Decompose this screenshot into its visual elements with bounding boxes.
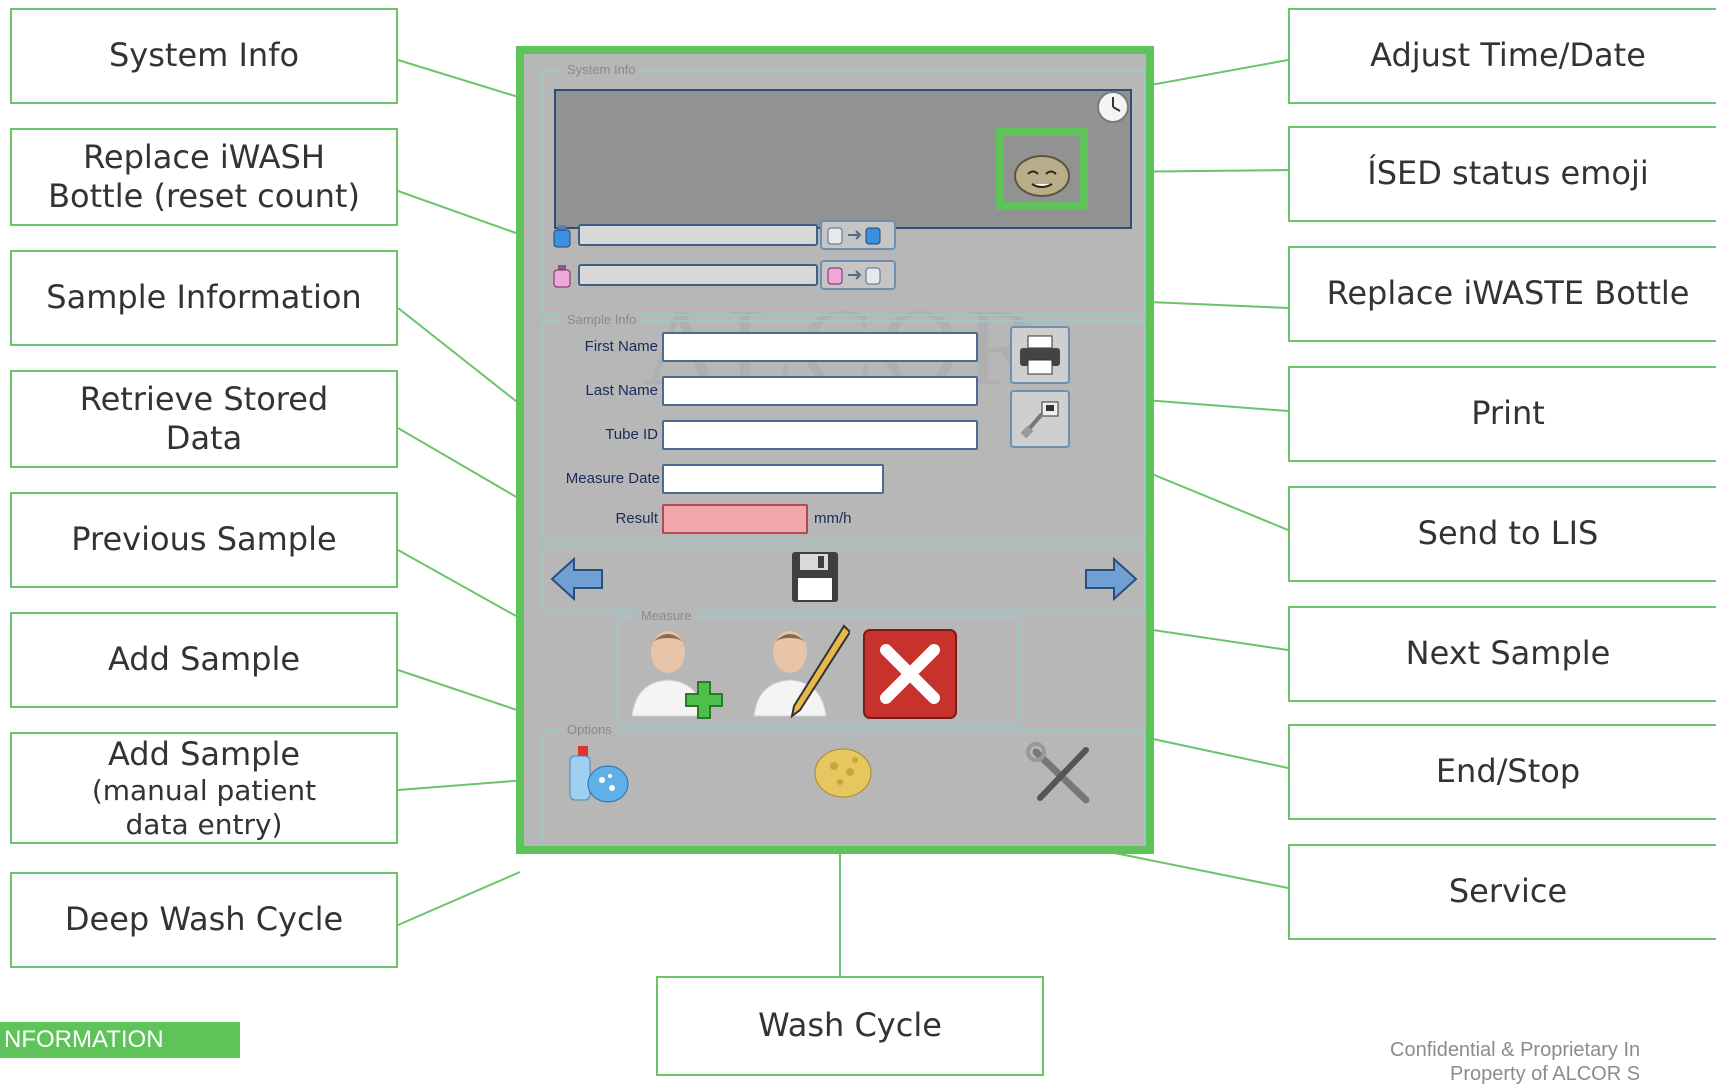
callout-text: Sample Information [46,278,362,317]
callout-text: Print [1471,394,1545,433]
callout-text: End/Stop [1435,752,1581,791]
measure-date-field[interactable] [662,464,884,494]
callout-text: Previous Sample [71,520,337,559]
callout-send-to-lis: Send to LIS [1288,486,1716,582]
system-info-title: System Info [564,62,639,77]
callout-text: ÍSED status emoji [1367,154,1649,193]
footer-section-label: NFORMATION [0,1022,240,1058]
previous-arrow-icon[interactable] [550,556,604,602]
spray-sponge-icon [569,746,629,803]
callout-text: Next Sample [1405,634,1611,673]
result-unit: mm/h [814,510,852,527]
next-arrow-icon[interactable] [1084,556,1138,602]
floppy-disk-icon[interactable] [790,550,840,604]
close-icon [863,629,957,719]
callout-add-sample-manual: Add Sample (manual patient data entry) [10,732,398,844]
last-name-label: Last Name [585,382,658,399]
sponge-icon [814,748,872,798]
printer-icon [1020,335,1060,375]
callout-text: Service [1448,872,1568,911]
callout-service: Service [1288,844,1716,940]
waste-level-bar [578,264,818,286]
callout-text: Retrieve Stored Data [79,379,329,457]
first-name-label: First Name [584,338,658,355]
wash-level-bar [578,224,818,246]
callout-subtitle: (manual patient data entry) [91,773,317,841]
callout-text: Deep Wash Cycle [64,900,344,939]
connector-replace-iwash [383,185,517,234]
waste-bottle-icon [552,264,572,288]
connector-previous-sample [397,549,517,617]
first-name-field[interactable] [662,332,978,362]
callout-add-sample: Add Sample [10,612,398,708]
callout-next-sample: Next Sample [1288,606,1716,702]
network-plug-icon [1020,401,1059,439]
callout-text: System Info [108,36,300,75]
footer-confidential: Confidential & Proprietary In Property o… [1390,1038,1640,1086]
callout-replace-iwaste: Replace iWASTE Bottle [1288,246,1716,342]
callout-text: Adjust Time/Date [1370,36,1646,75]
print-button[interactable] [1010,326,1070,384]
callout-system-info: System Info [10,8,398,104]
device-screen: ALCOR System Info Sample Info First Name… [516,46,1154,854]
sample-info-title: Sample Info [564,312,640,327]
send-to-lis-button[interactable] [1010,390,1070,448]
replace-wash-bottle-button[interactable] [820,220,896,250]
wash-bottle-icon [552,224,572,248]
connector-deep-wash [397,871,521,926]
wash-cycle-button[interactable] [810,742,876,804]
footer-line-1: Confidential & Proprietary In [1390,1039,1641,1061]
measure-group: Measure [616,608,1020,726]
tube-id-field[interactable] [662,420,978,450]
callout-replace-iwash: Replace iWASH Bottle (reset count) [10,128,398,226]
navigation-group [542,546,1146,612]
clock-icon[interactable] [1096,90,1130,124]
callout-adjust-time-date: Adjust Time/Date [1288,8,1716,104]
replace-waste-bottle-button[interactable] [820,260,896,290]
callout-sample-information: Sample Information [10,250,398,346]
sample-info-group: Sample Info [542,312,1146,542]
callout-wash-cycle: Wash Cycle [656,976,1044,1076]
status-emoji-icon[interactable] [996,128,1088,210]
user-add-icon [631,631,723,719]
tools-icon [1026,742,1090,804]
callout-text: Add Sample [107,640,301,679]
callout-text: Send to LIS [1417,514,1599,553]
callout-deep-wash-cycle: Deep Wash Cycle [10,872,398,968]
callout-text: Replace iWASTE Bottle [1326,274,1690,313]
callout-end-stop: End/Stop [1288,724,1716,820]
tube-id-label: Tube ID [605,426,658,443]
measure-date-label: Measure Date [565,470,660,487]
last-name-field[interactable] [662,376,978,406]
manual-entry-button[interactable] [746,620,852,724]
callout-retrieve-stored-data: Retrieve Stored Data [10,370,398,468]
footer-line-2: Property of ALCOR S [1450,1063,1641,1085]
options-title: Options [564,722,615,737]
result-label: Result [615,510,658,527]
result-field [662,504,808,534]
measure-title: Measure [638,608,695,623]
callout-title: Add Sample [107,734,301,773]
system-info-group: System Info [542,62,1146,316]
deep-wash-button[interactable] [560,742,630,808]
callout-previous-sample: Previous Sample [10,492,398,588]
options-group: Options [542,722,1146,846]
callout-print: Print [1288,366,1716,462]
add-sample-button[interactable] [624,620,728,724]
end-stop-button[interactable] [860,626,960,722]
callout-ised-status-emoji: ÍSED status emoji [1288,126,1716,222]
callout-text: Wash Cycle [758,1006,942,1045]
callout-text: Replace iWASH Bottle (reset count) [48,137,360,215]
user-edit-icon [753,624,852,719]
service-button[interactable] [1026,742,1096,808]
